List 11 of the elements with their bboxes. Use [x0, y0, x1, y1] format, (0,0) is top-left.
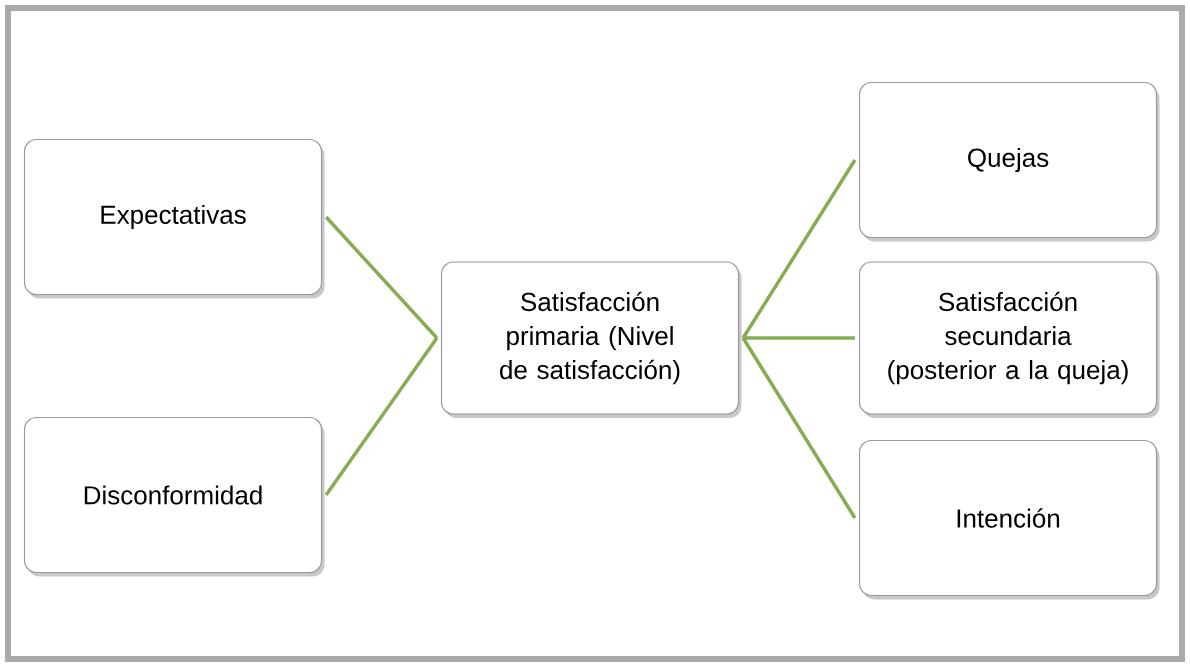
- connector-line: [741, 159, 857, 339]
- text-box: Disconformidad: [23, 416, 325, 577]
- text-box: Intención: [858, 439, 1160, 600]
- text-box: Expectativas: [23, 138, 325, 299]
- connector-line: [743, 336, 855, 340]
- text-box: Satisfacción secundaria (posterior a la queja): [858, 261, 1160, 418]
- connector-line: [324, 215, 439, 340]
- text-box: Satisfacción primaria (Nivel de satisfacción): [440, 261, 742, 418]
- text-box: Quejas: [858, 81, 1160, 242]
- connector-line: [324, 337, 439, 496]
- connector-line: [741, 337, 857, 519]
